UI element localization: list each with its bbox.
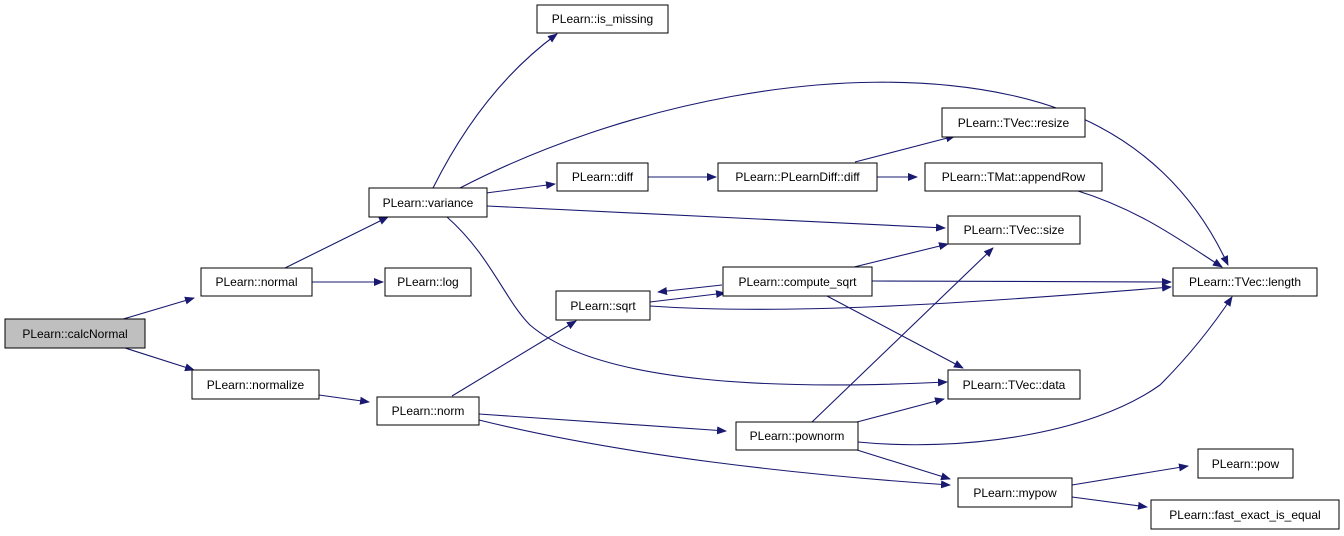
node-tvecsize-label: PLearn::TVec::size <box>964 223 1065 237</box>
edge-sqrt-computesqrt <box>649 290 726 303</box>
node-log-label: PLearn::log <box>397 275 458 289</box>
edge-pownorm-tveclength <box>857 296 1233 446</box>
edge-variance-diff <box>485 181 556 194</box>
edge-sqrt-tveclength <box>649 283 1172 310</box>
edge-calcnormal-normalize <box>124 347 195 372</box>
node-tmatappendrow[interactable]: PLearn::TMat::appendRow <box>924 162 1103 192</box>
node-fastexactisequal[interactable]: PLearn::fast_exact_is_equal <box>1150 499 1340 530</box>
node-tveclength[interactable]: PLearn::TVec::length <box>1172 267 1318 297</box>
node-sqrt[interactable]: PLearn::sqrt <box>555 290 651 321</box>
node-variance-label: PLearn::variance <box>383 196 474 210</box>
node-variance[interactable]: PLearn::variance <box>368 187 488 218</box>
node-tvecdata[interactable]: PLearn::TVec::data <box>947 369 1081 400</box>
node-pownorm[interactable]: PLearn::pownorm <box>735 421 859 451</box>
edge-computesqrt-tvecdata <box>826 295 964 369</box>
node-norm[interactable]: PLearn::norm <box>376 396 480 426</box>
edge-variance-tveclength <box>459 81 1229 266</box>
edge-computesqrt-tveclength <box>871 277 1172 286</box>
node-sqrt-label: PLearn::sqrt <box>570 299 636 313</box>
node-ismissing[interactable]: PLearn::is_missing <box>536 4 669 34</box>
edge-mypow-pow <box>1071 463 1189 486</box>
node-tmatappendrow-label: PLearn::TMat::appendRow <box>942 170 1086 184</box>
edge-variance-tvecsize <box>486 205 946 232</box>
node-normal-label: PLearn::normal <box>215 275 297 289</box>
node-ismissing-label: PLearn::is_missing <box>552 12 653 26</box>
node-fastexactisequal-label: PLearn::fast_exact_is_equal <box>1169 508 1320 522</box>
edges <box>119 33 1233 510</box>
node-log[interactable]: PLearn::log <box>384 267 472 297</box>
node-computesqrt[interactable]: PLearn::compute_sqrt <box>722 266 873 297</box>
node-calcnormal[interactable]: PLearn::calcNormal <box>4 318 146 349</box>
edge-norm-pownorm <box>478 413 727 435</box>
node-mypow[interactable]: PLearn::mypow <box>957 477 1073 508</box>
edge-calcnormal-normal <box>119 296 195 321</box>
node-diff[interactable]: PLearn::diff <box>556 162 649 192</box>
node-tvecdata-label: PLearn::TVec::data <box>963 378 1066 392</box>
node-mypow-label: PLearn::mypow <box>973 486 1057 500</box>
edge-mypow-fastexactisequal <box>1071 496 1148 510</box>
edge-variance-tvecdata <box>446 216 948 387</box>
node-diff-label: PLearn::diff <box>572 170 634 184</box>
edge-tmatappendrow-tveclength <box>1074 189 1223 268</box>
edge-norm-sqrt <box>451 320 577 397</box>
edge-pownorm-tvecsize <box>811 247 994 423</box>
node-normalize-label: PLearn::normalize <box>207 378 305 392</box>
edge-normalize-norm <box>318 394 370 405</box>
node-normalize[interactable]: PLearn::normalize <box>191 369 320 400</box>
node-plearndiff-label: PLearn::PLearnDiff::diff <box>735 170 860 184</box>
node-tvecresize-label: PLearn::TVec::resize <box>958 116 1070 130</box>
node-tvecsize[interactable]: PLearn::TVec::size <box>947 215 1081 245</box>
edge-variance-ismissing <box>432 33 558 189</box>
node-calcnormal-label: PLearn::calcNormal <box>22 327 127 341</box>
node-normal[interactable]: PLearn::normal <box>200 267 313 297</box>
node-pownorm-label: PLearn::pownorm <box>750 429 845 443</box>
node-norm-label: PLearn::norm <box>392 404 465 418</box>
node-tvecresize[interactable]: PLearn::TVec::resize <box>941 107 1086 138</box>
edge-pownorm-mypow <box>856 449 951 481</box>
node-plearndiff[interactable]: PLearn::PLearnDiff::diff <box>717 162 878 192</box>
node-tveclength-label: PLearn::TVec::length <box>1189 275 1301 289</box>
edge-computesqrt-tvecsize <box>849 242 949 269</box>
edge-plearndiff-tvecresize <box>854 134 956 163</box>
node-pow[interactable]: PLearn::pow <box>1197 448 1294 479</box>
edge-normal-variance <box>284 216 389 269</box>
edge-norm-mypow <box>478 419 951 489</box>
node-pow-label: PLearn::pow <box>1212 457 1280 471</box>
edge-computesqrt-sqrt <box>657 284 723 295</box>
node-computesqrt-label: PLearn::compute_sqrt <box>738 275 857 289</box>
edge-pownorm-tvecdata <box>856 397 945 423</box>
